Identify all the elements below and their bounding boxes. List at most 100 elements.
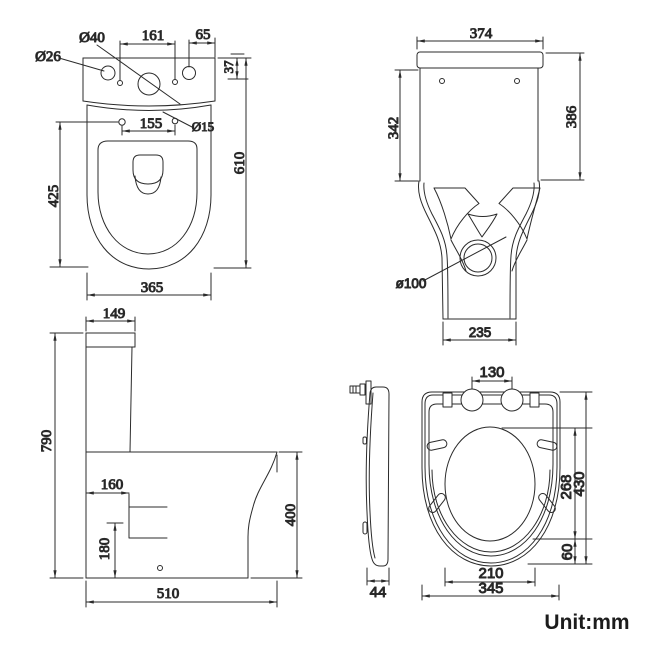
dim-400: 400	[250, 451, 303, 579]
hanger-hole-right	[514, 78, 520, 84]
view-rear: 374 342 386 ø100 235	[386, 26, 585, 346]
label-dia15: Ø15	[162, 111, 215, 135]
label-dia100: ø100	[395, 236, 507, 292]
dia40-label: Ø40	[79, 30, 105, 46]
dim-386: 386	[540, 52, 585, 181]
dim-label-160: 160	[101, 477, 124, 493]
dim-268: 268	[501, 427, 593, 540]
dim-label-130: 130	[479, 364, 504, 381]
tank-lid	[416, 51, 544, 69]
side-outline	[85, 332, 278, 579]
dim-label-44: 44	[370, 584, 387, 601]
dim-365: 365	[86, 272, 212, 301]
dim-180: 180	[97, 522, 124, 579]
dim-label-430: 430	[571, 471, 588, 496]
bumper-slot-lower-left	[428, 492, 446, 514]
dim-60: 60	[527, 538, 593, 565]
seat-recess	[428, 403, 554, 557]
pedestal-outer-left	[418, 180, 444, 320]
dim-label-374: 374	[470, 26, 493, 42]
dim-610: 610	[213, 57, 252, 269]
pedestal-inner-right	[509, 182, 535, 319]
dim-342: 342	[386, 69, 419, 182]
leader-line	[422, 236, 507, 282]
dim-label-400: 400	[283, 504, 299, 527]
dim-label-210: 210	[478, 565, 503, 582]
outlet-outer	[459, 239, 497, 277]
hinge-boss-left	[460, 388, 484, 412]
bumper-tab-lower	[362, 521, 368, 535]
dim-label-342: 342	[386, 117, 402, 140]
flush-hole	[137, 72, 161, 96]
trap-curve	[134, 175, 162, 195]
dim-label-161: 161	[142, 28, 165, 44]
cutout-right	[498, 187, 541, 240]
dim-label-155: 155	[140, 116, 163, 132]
dim-label-149: 149	[103, 306, 126, 322]
bowl-outline	[86, 104, 212, 270]
dim-label-425: 425	[46, 185, 62, 208]
seat-fix-hole-left	[118, 118, 126, 126]
rib-right	[511, 239, 528, 272]
tank-bottom-curve	[82, 100, 216, 107]
dim-label-65: 65	[196, 27, 211, 43]
dim-label-365: 365	[141, 280, 164, 296]
view-side: 149 790 160 180 400 510	[39, 306, 303, 608]
hinge-bracket-left	[442, 392, 453, 408]
hinge-bracket-right	[529, 392, 540, 408]
dim-label-37: 37	[221, 60, 236, 74]
hanger-hole-left	[439, 78, 445, 84]
water-spot	[132, 154, 164, 185]
leader-line	[58, 57, 105, 72]
tank-front-edge	[129, 346, 133, 453]
bumper-slot-upper-left	[426, 439, 448, 451]
bolt-hole-left	[117, 80, 123, 86]
inlet-channel	[128, 493, 168, 539]
seat-side-profile	[349, 380, 390, 567]
dim-label-60: 60	[559, 544, 576, 561]
bumper-tab-upper	[362, 436, 367, 445]
dim-510: 510	[85, 454, 278, 608]
bowl-top-curve	[86, 104, 212, 111]
seat-stack-arc	[431, 469, 551, 553]
cutout-middle	[467, 213, 498, 238]
dim-44: 44	[366, 567, 390, 602]
dim-130: 130	[471, 364, 513, 390]
seat-opening	[444, 426, 536, 542]
dim-425: 425	[46, 121, 119, 268]
dim-235: 235	[442, 321, 517, 346]
seat-profile-inner	[368, 392, 376, 559]
seat-shell-inner	[424, 394, 558, 564]
cutout-left	[433, 187, 480, 240]
leader-line	[162, 111, 193, 128]
dim-155: 155	[121, 116, 176, 136]
dia26-label: Ø26	[35, 49, 61, 65]
hinge-bolt-collar	[359, 383, 366, 396]
hinge-plate	[365, 380, 372, 405]
hinge-boss-right	[500, 388, 524, 412]
seat-top-view	[421, 388, 561, 567]
view-seat: 44 130 268	[349, 364, 593, 602]
dim-210: 210	[444, 565, 536, 587]
tank-hole-left	[100, 65, 116, 81]
view-front-top: 161 65 37 155 Ø15 Ø26 Ø40	[35, 27, 252, 301]
bumper-slot-upper-right	[536, 439, 558, 451]
cistern-outline	[82, 57, 216, 270]
bolt-threads	[352, 385, 357, 394]
dim-149: 149	[85, 306, 136, 332]
dim-790: 790	[39, 332, 84, 579]
outlet-inner	[463, 243, 493, 273]
label-dia40: Ø40	[79, 30, 181, 105]
dia100-label: ø100	[396, 276, 427, 291]
pedestal-inner-left	[423, 182, 449, 319]
bowl-front-profile	[247, 451, 278, 579]
fixing-hole	[157, 565, 163, 571]
dim-430: 430	[559, 391, 593, 565]
seat-profile-outline	[365, 386, 390, 567]
bumper-slot-lower-right	[538, 492, 556, 514]
dim-label-345: 345	[478, 580, 503, 597]
bolt-hole-right	[172, 79, 178, 85]
rear-outline	[416, 51, 544, 320]
